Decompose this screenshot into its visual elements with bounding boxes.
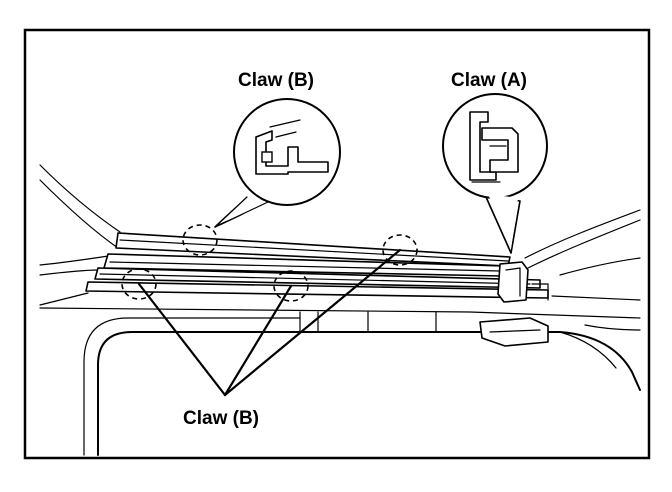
claw-b-locator-left (121, 268, 157, 300)
claw-a-detail-callout (442, 93, 548, 254)
claw-b-locator-middle (273, 270, 309, 302)
sunshade-assembly (85, 232, 549, 303)
vehicle-body-outline (39, 164, 641, 456)
claw-b-detail-callout (214, 98, 341, 228)
claw-b-leader-lines (137, 248, 402, 397)
claw-a-label: Claw (A) (451, 70, 527, 91)
claw-b-locator-right (382, 234, 418, 266)
claw-a-profile (469, 111, 519, 183)
claw-b-top-label: Claw (B) (238, 70, 314, 91)
claw-locators (121, 224, 418, 302)
claw-b-profile (255, 119, 329, 175)
claw-b-bottom-label: Claw (B) (183, 408, 259, 429)
claw-b-locator-top (182, 224, 218, 256)
